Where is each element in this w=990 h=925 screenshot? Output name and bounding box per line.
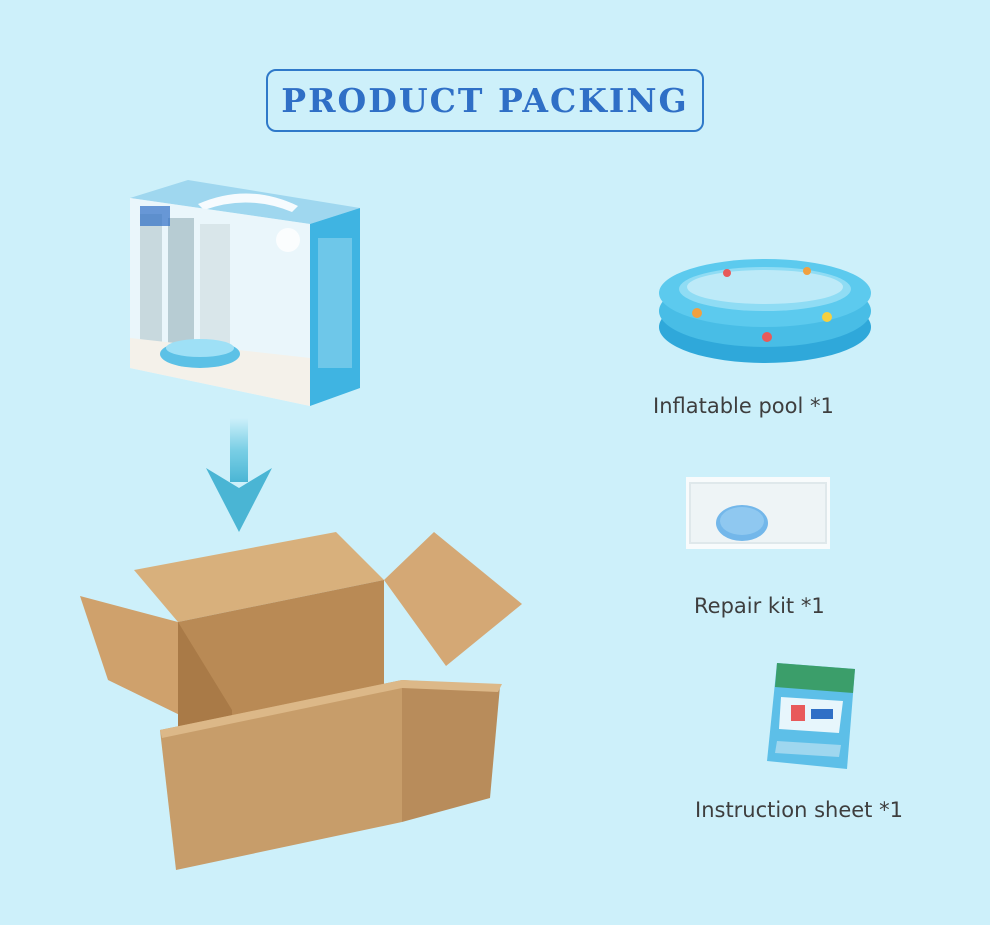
cardboard-box-illustration xyxy=(80,532,522,870)
instruction-sheet-label: Instruction sheet *1 xyxy=(695,798,903,822)
arrow-down-icon xyxy=(206,418,272,532)
inflatable-pool-label: Inflatable pool *1 xyxy=(653,394,834,418)
title-frame: PRODUCT PACKING xyxy=(266,69,704,132)
repair-kit-icon xyxy=(686,477,830,549)
instruction-sheet-icon xyxy=(767,663,855,769)
page-title: PRODUCT PACKING xyxy=(281,81,689,120)
retail-box-illustration xyxy=(130,180,360,406)
inflatable-pool-icon xyxy=(659,259,871,363)
repair-kit-label: Repair kit *1 xyxy=(694,594,825,618)
